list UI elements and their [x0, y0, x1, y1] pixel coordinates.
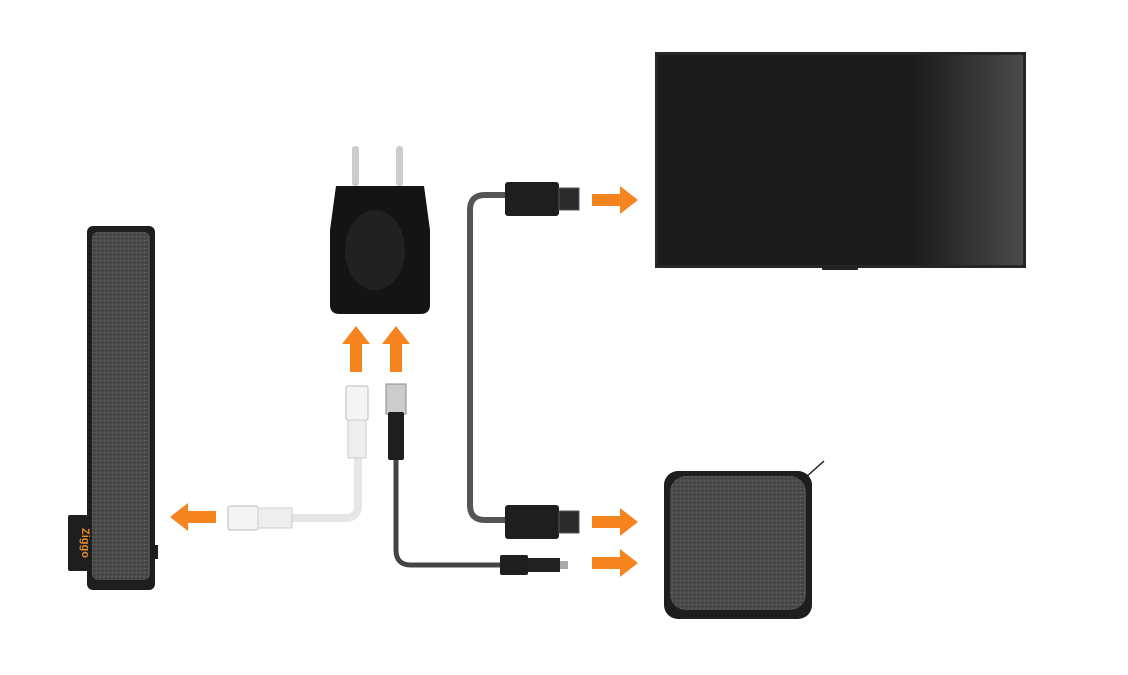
wifi-pod: [664, 460, 825, 619]
ziggo-logo: Ziggo: [79, 528, 91, 558]
arrow-hdmi-to-tv: [592, 186, 638, 214]
mediabox-tower: Ziggo: [68, 226, 158, 590]
arrow-usb-to-adapter: [382, 326, 410, 372]
usb-cable: [385, 383, 568, 575]
arrow-usb-to-pod: [592, 549, 638, 577]
ethernet-cable: [227, 385, 369, 531]
hdmi-cable: [467, 182, 580, 539]
arrow-ethernet-to-adapter: [342, 326, 370, 372]
arrow-to-tower: [170, 503, 216, 531]
television: [655, 52, 1026, 270]
power-adapter: [330, 146, 430, 314]
arrow-hdmi-to-pod: [592, 508, 638, 536]
